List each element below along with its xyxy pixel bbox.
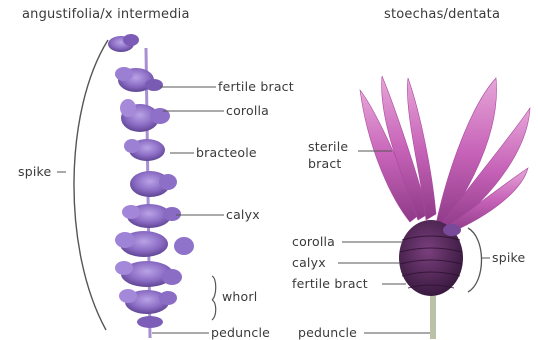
label-left-spike: spike	[18, 165, 51, 179]
right-spike-body	[399, 220, 463, 296]
label-right-spike: spike	[492, 251, 525, 265]
label-left-bracteole: bracteole	[196, 146, 257, 160]
label-right-corolla: corolla	[292, 235, 335, 249]
left-flower-spike	[108, 34, 194, 328]
left-spike-bracket	[74, 40, 108, 330]
sterile-bracts	[360, 76, 530, 232]
label-left-corolla: corolla	[226, 104, 269, 118]
whorl-bracket	[212, 276, 216, 320]
right-spike-bracket	[468, 228, 482, 292]
label-left-fertile-bract: fertile bract	[218, 80, 294, 94]
label-left-calyx: calyx	[226, 208, 260, 222]
label-right-sterile-bract: sterile bract	[308, 138, 348, 172]
label-right-fertile-bract: fertile bract	[292, 277, 368, 291]
label-left-whorl: whorl	[222, 290, 257, 304]
label-left-peduncle: peduncle	[211, 326, 270, 340]
label-right-calyx: calyx	[292, 256, 326, 270]
label-right-peduncle: peduncle	[298, 326, 357, 340]
